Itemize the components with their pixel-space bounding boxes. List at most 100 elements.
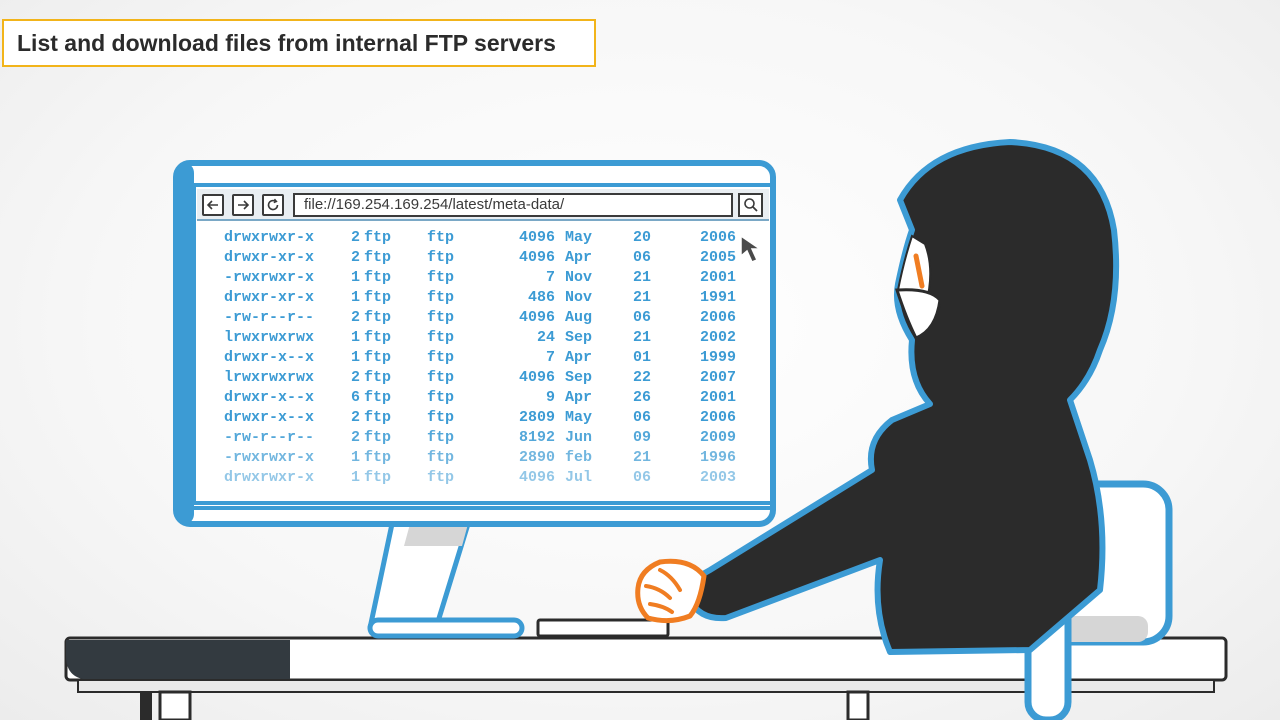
file-owner: ftp <box>364 389 392 406</box>
file-owner: ftp <box>364 289 392 306</box>
file-perm: lrwxrwxrwx <box>224 329 315 346</box>
file-perm: drwxr-x--x <box>224 389 315 406</box>
file-links: 1 <box>351 329 361 346</box>
monitor-base <box>367 617 525 639</box>
file-month: Sep <box>565 369 593 386</box>
file-owner: ftp <box>364 269 392 286</box>
file-group: ftp <box>427 289 455 306</box>
file-owner: ftp <box>364 469 392 486</box>
file-month: Apr <box>565 349 593 366</box>
keyboard <box>536 618 670 638</box>
file-perm: -rwxrwxr-x <box>224 449 315 466</box>
file-day: 26 <box>633 389 652 406</box>
desk-leg <box>140 692 152 720</box>
file-group: ftp <box>427 369 455 386</box>
file-links: 1 <box>351 269 361 286</box>
file-group: ftp <box>427 329 455 346</box>
file-links: 1 <box>351 349 361 366</box>
file-group: ftp <box>427 229 455 246</box>
file-year: 2009 <box>700 429 737 446</box>
file-group: ftp <box>427 449 455 466</box>
file-owner: ftp <box>364 429 392 446</box>
file-perm: drwxr-xr-x <box>224 289 315 306</box>
file-day: 21 <box>633 269 652 286</box>
forward-button[interactable] <box>232 194 254 216</box>
file-perm: drwxr-x--x <box>224 349 315 366</box>
file-day: 06 <box>633 409 652 426</box>
file-day: 20 <box>633 229 652 246</box>
caption-title: List and download files from internal FT… <box>17 29 556 56</box>
reload-icon <box>267 198 279 211</box>
file-group: ftp <box>427 409 455 426</box>
file-group: ftp <box>427 429 455 446</box>
file-year: 2006 <box>700 309 737 326</box>
file-month: Jun <box>565 429 593 446</box>
file-perm: drwxrwxr-x <box>224 229 315 246</box>
arrow-left-icon <box>206 200 218 210</box>
file-size: 7 <box>545 349 555 366</box>
search-icon <box>743 198 758 212</box>
browser-toolbar: file://169.254.169.254/latest/meta-data/ <box>197 189 769 221</box>
file-day: 22 <box>633 369 652 386</box>
file-links: 2 <box>351 429 361 446</box>
file-year: 1991 <box>700 289 737 306</box>
file-owner: ftp <box>364 449 392 466</box>
file-size: 2890 <box>518 449 555 466</box>
file-size: 8192 <box>518 429 555 446</box>
hooded-person <box>687 139 1120 655</box>
file-year: 1996 <box>700 449 737 466</box>
search-button[interactable] <box>738 193 763 217</box>
address-bar[interactable]: file://169.254.169.254/latest/meta-data/ <box>293 193 733 217</box>
file-group: ftp <box>427 269 455 286</box>
file-size: 24 <box>536 329 555 346</box>
file-month: Nov <box>565 289 593 306</box>
file-day: 06 <box>633 309 652 326</box>
file-month: Nov <box>565 269 593 286</box>
reload-button[interactable] <box>262 194 284 216</box>
file-year: 2001 <box>700 389 737 406</box>
file-perm: drwxr-x--x <box>224 409 315 426</box>
file-links: 2 <box>351 409 361 426</box>
file-owner: ftp <box>364 229 392 246</box>
caption-banner: List and download files from internal FT… <box>2 19 596 67</box>
file-links: 2 <box>351 309 361 326</box>
file-perm: -rw-r--r-- <box>224 309 315 326</box>
file-owner: ftp <box>364 369 392 386</box>
file-month: feb <box>565 449 593 466</box>
back-button[interactable] <box>202 194 224 216</box>
file-perm: lrwxrwxrwx <box>224 369 315 386</box>
file-group: ftp <box>427 469 455 486</box>
file-year: 2001 <box>700 269 737 286</box>
file-day: 21 <box>633 449 652 466</box>
file-owner: ftp <box>364 349 392 366</box>
file-links: 2 <box>351 229 361 246</box>
file-day: 21 <box>633 329 652 346</box>
file-size: 4096 <box>518 469 555 486</box>
file-day: 06 <box>633 249 652 266</box>
file-month: May <box>565 229 593 246</box>
file-month: Apr <box>565 389 593 406</box>
file-links: 2 <box>351 369 361 386</box>
cursor-icon <box>740 234 763 263</box>
file-month: Apr <box>565 249 593 266</box>
file-owner: ftp <box>364 249 392 266</box>
file-perm: -rwxrwxr-x <box>224 269 315 286</box>
file-day: 01 <box>633 349 652 366</box>
file-owner: ftp <box>364 409 392 426</box>
file-links: 2 <box>351 249 361 266</box>
file-size: 9 <box>545 389 555 406</box>
